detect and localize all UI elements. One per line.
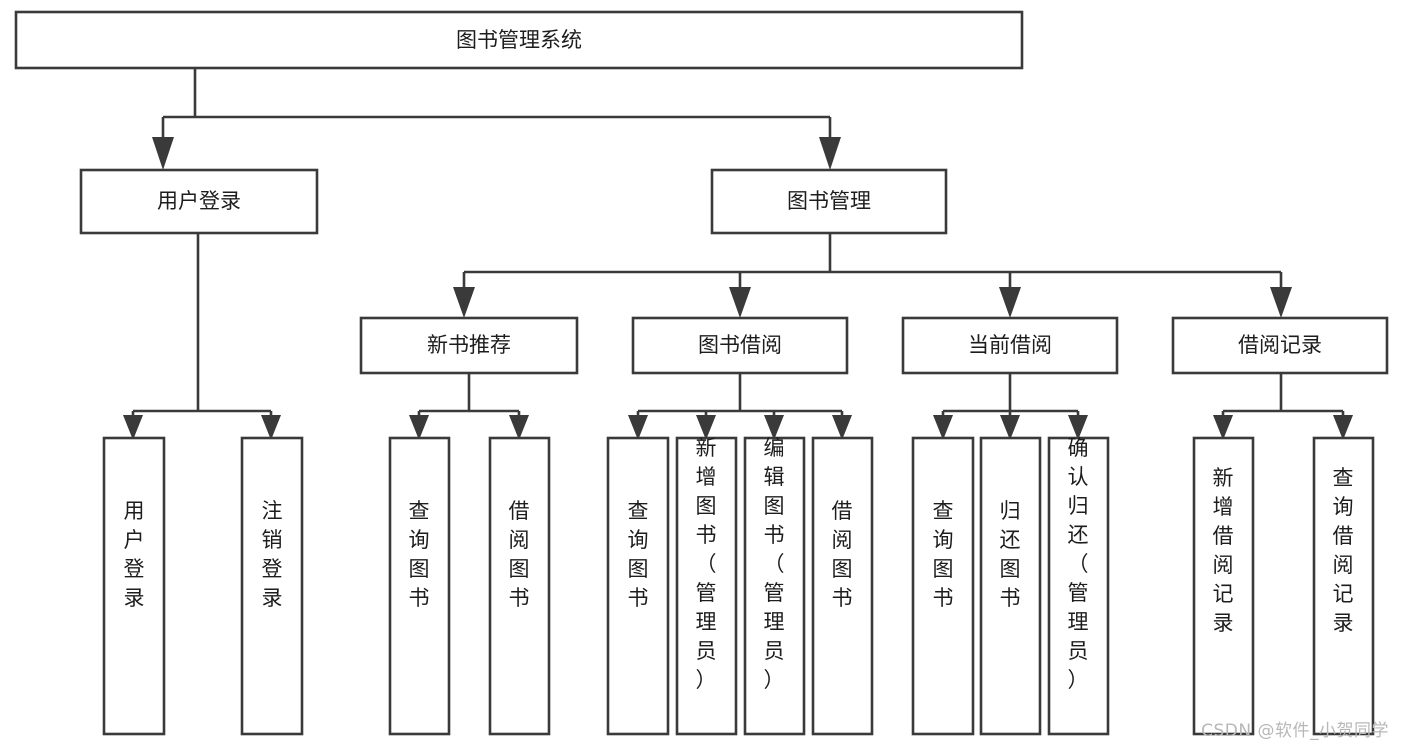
- node-leaf-borrow-book-1-box[interactable]: [488, 436, 551, 736]
- node-leaf-query-book-2[interactable]: 查询图书: [606, 436, 670, 736]
- connector-group-borrow-record: [1213, 373, 1353, 440]
- arrow-br-to-leaf1-icon: [1213, 415, 1233, 440]
- node-leaf-user-login-label: 用户登录: [124, 499, 145, 610]
- node-current-borrow-box[interactable]: [901, 316, 1119, 375]
- arrow-bb-to-leaf3-icon: [764, 415, 784, 440]
- node-leaf-borrow-book-1[interactable]: 借阅图书: [488, 436, 551, 736]
- connector-group-new-book: [409, 373, 529, 440]
- node-leaf-return-book-label: 归还图书: [1000, 499, 1021, 610]
- node-leaf-edit-book-box[interactable]: [743, 436, 806, 736]
- arrow-root-to-user-login-icon: [152, 137, 174, 170]
- node-leaf-logout-login-box[interactable]: [240, 436, 304, 736]
- node-leaf-edit-book-label: 编辑图书（管理员）: [764, 436, 785, 692]
- connector-group-current-borrow: [933, 373, 1088, 440]
- node-leaf-query-book-2-box[interactable]: [606, 436, 670, 736]
- arrow-bm-to-book-borrow-icon: [729, 287, 751, 318]
- node-leaf-borrow-book-2-label: 借阅图书: [832, 499, 853, 610]
- node-root-box[interactable]: [14, 10, 1024, 70]
- node-book-borrow[interactable]: 图书借阅: [631, 316, 849, 375]
- node-leaf-query-record-box[interactable]: [1312, 436, 1375, 736]
- node-user-login-box[interactable]: [79, 168, 319, 235]
- node-leaf-query-book-1-box[interactable]: [388, 436, 451, 736]
- arrow-bb-to-leaf2-icon: [696, 415, 716, 440]
- node-borrow-record-label: 借阅记录: [1238, 333, 1322, 357]
- node-leaf-confirm-return-label: 确认归还（管理员）: [1068, 436, 1089, 692]
- arrow-bm-to-current-borrow-icon: [999, 287, 1021, 318]
- node-leaf-add-record-label: 新增借阅记录: [1213, 466, 1234, 635]
- arrow-cb-to-leaf2-icon: [1000, 415, 1020, 440]
- connector-group-root: [152, 68, 841, 170]
- node-borrow-record-box[interactable]: [1171, 316, 1389, 375]
- node-book-borrow-label: 图书借阅: [698, 333, 782, 357]
- node-leaf-logout-login[interactable]: 注销登录: [240, 436, 304, 736]
- node-leaf-query-book-2-label: 查询图书: [628, 499, 649, 610]
- node-leaf-query-book-1[interactable]: 查询图书: [388, 436, 451, 736]
- node-new-book-recommend-label: 新书推荐: [427, 333, 511, 357]
- node-book-management-label: 图书管理: [787, 189, 871, 213]
- connector-group-book-management: [453, 233, 1292, 318]
- node-current-borrow-label: 当前借阅: [968, 333, 1052, 357]
- node-leaf-borrow-book-2[interactable]: 借阅图书: [811, 436, 874, 736]
- node-leaf-add-record-box[interactable]: [1192, 436, 1255, 736]
- node-root[interactable]: 图书管理系统: [14, 10, 1024, 70]
- node-leaf-query-book-3-box[interactable]: [911, 436, 975, 736]
- node-leaf-borrow-book-1-label: 借阅图书: [509, 499, 530, 610]
- node-leaf-user-login-box[interactable]: [102, 436, 166, 736]
- node-borrow-record[interactable]: 借阅记录: [1171, 316, 1389, 375]
- arrow-ul-to-leaf1-icon: [123, 415, 143, 440]
- node-leaf-confirm-return-box[interactable]: [1047, 436, 1110, 736]
- node-user-login[interactable]: 用户登录: [79, 168, 319, 235]
- node-new-book-recommend[interactable]: 新书推荐: [359, 316, 579, 375]
- node-book-management[interactable]: 图书管理: [710, 168, 948, 235]
- arrow-nb-to-leaf2-icon: [509, 415, 529, 440]
- node-new-book-recommend-box[interactable]: [359, 316, 579, 375]
- node-leaf-add-book[interactable]: 新增图书（管理员）: [675, 436, 738, 736]
- node-leaf-query-book-3-label: 查询图书: [933, 499, 954, 610]
- node-leaf-query-book-3[interactable]: 查询图书: [911, 436, 975, 736]
- arrow-bb-to-leaf1-icon: [628, 415, 648, 440]
- arrow-cb-to-leaf1-icon: [933, 415, 953, 440]
- arrow-nb-to-leaf1-icon: [409, 415, 429, 440]
- node-leaf-query-record[interactable]: 查询借阅记录: [1312, 436, 1375, 736]
- arrow-bb-to-leaf4-icon: [832, 415, 852, 440]
- node-leaf-query-book-1-label: 查询图书: [409, 499, 430, 610]
- arrow-bm-to-borrow-record-icon: [1270, 287, 1292, 318]
- node-leaf-borrow-book-2-box[interactable]: [811, 436, 874, 736]
- arrow-cb-to-leaf3-icon: [1068, 415, 1088, 440]
- arrow-root-to-book-management-icon: [819, 137, 841, 170]
- node-leaf-logout-login-label: 注销登录: [262, 499, 283, 610]
- node-leaf-add-book-box[interactable]: [675, 436, 738, 736]
- arrow-bm-to-new-book-icon: [453, 287, 475, 318]
- node-leaf-edit-book[interactable]: 编辑图书（管理员）: [743, 436, 806, 736]
- node-root-label: 图书管理系统: [456, 28, 582, 52]
- node-leaf-query-record-label: 查询借阅记录: [1333, 466, 1354, 635]
- node-leaf-return-book-box[interactable]: [979, 436, 1042, 736]
- arrow-br-to-leaf2-icon: [1333, 415, 1353, 440]
- connector-group-user-login: [123, 233, 281, 440]
- node-user-login-label: 用户登录: [157, 189, 241, 213]
- node-book-borrow-box[interactable]: [631, 316, 849, 375]
- arrow-ul-to-leaf2-icon: [261, 415, 281, 440]
- node-book-management-box[interactable]: [710, 168, 948, 235]
- node-leaf-return-book[interactable]: 归还图书: [979, 436, 1042, 736]
- node-current-borrow[interactable]: 当前借阅: [901, 316, 1119, 375]
- node-leaf-confirm-return[interactable]: 确认归还（管理员）: [1047, 436, 1110, 736]
- node-leaf-add-book-label: 新增图书（管理员）: [696, 436, 717, 692]
- connector-group-book-borrow: [628, 373, 852, 440]
- node-leaf-user-login[interactable]: 用户登录: [102, 436, 166, 736]
- node-leaf-add-record[interactable]: 新增借阅记录: [1192, 436, 1255, 736]
